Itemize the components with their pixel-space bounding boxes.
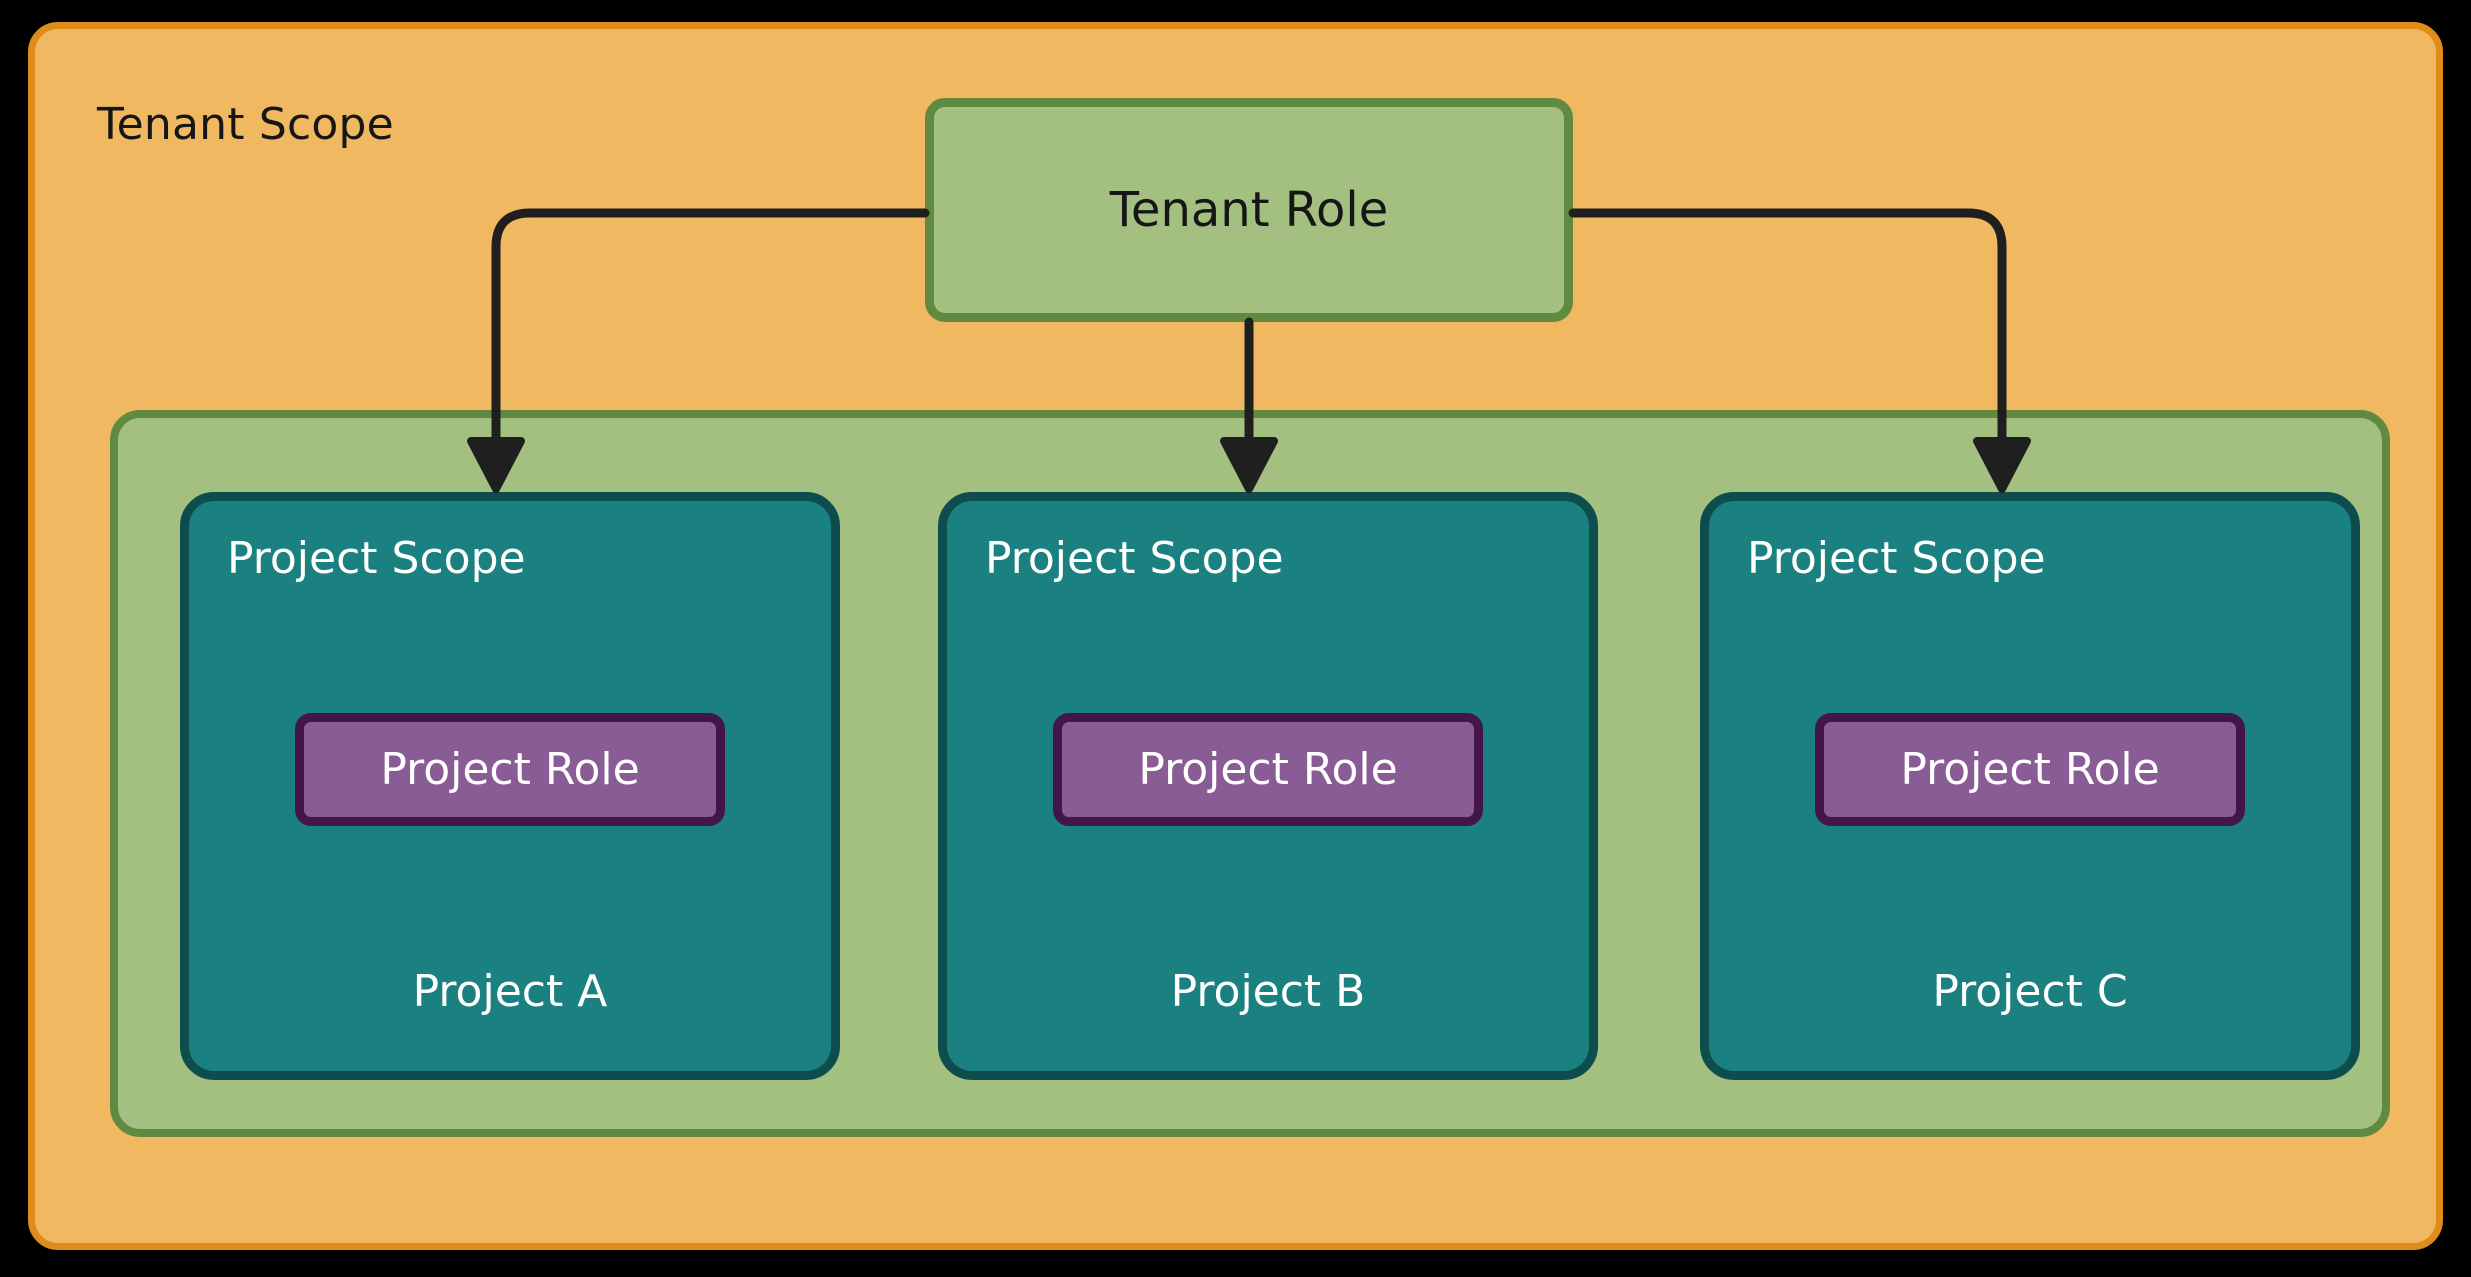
project-name-label: Project C (1932, 966, 2128, 1017)
project-name-label: Project B (1170, 966, 1366, 1017)
project-scope-label: Project Scope (1747, 533, 2046, 584)
project-role-label: Project Role (380, 744, 640, 795)
project-role-node[interactable]: Project Role (1815, 713, 2245, 826)
project-role-label: Project Role (1138, 744, 1398, 795)
project-role-label: Project Role (1900, 744, 2160, 795)
project-scope-card[interactable]: Project Scope Project Role Project B (938, 492, 1598, 1080)
tenant-role-node[interactable]: Tenant Role (925, 98, 1573, 322)
project-scope-card[interactable]: Project Scope Project Role Project A (180, 492, 840, 1080)
project-row: Project Scope Project Role Project A Pro… (118, 418, 2382, 1129)
project-role-node[interactable]: Project Role (1053, 713, 1483, 826)
project-scope-label: Project Scope (985, 533, 1284, 584)
project-name-label: Project A (412, 966, 608, 1017)
projects-container: Project Scope Project Role Project A Pro… (110, 410, 2390, 1137)
project-scope-card[interactable]: Project Scope Project Role Project C (1700, 492, 2360, 1080)
project-scope-label: Project Scope (227, 533, 526, 584)
tenant-scope-label: Tenant Scope (97, 99, 394, 150)
project-role-node[interactable]: Project Role (295, 713, 725, 826)
tenant-role-label: Tenant Role (1109, 182, 1389, 238)
